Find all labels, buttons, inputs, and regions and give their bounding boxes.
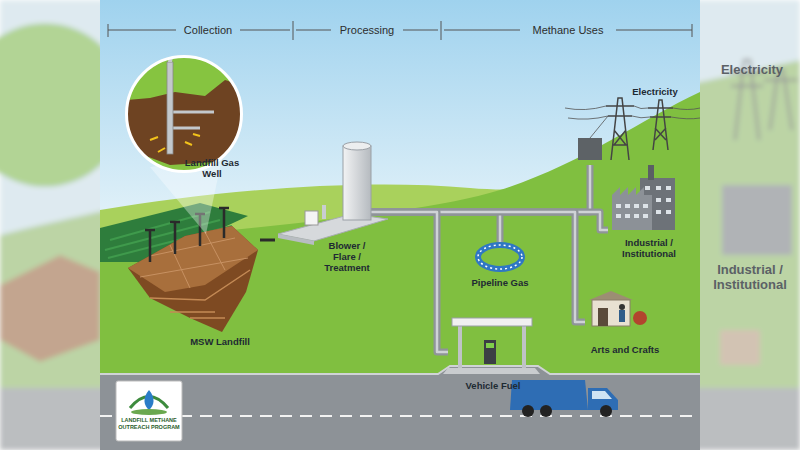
gas-pipe — [371, 165, 590, 212]
logo-flame — [144, 390, 153, 410]
fuel-node: Vehicle Fuel — [448, 315, 538, 393]
node-label: Blower / Flare / Treatment — [317, 240, 377, 273]
flare-stack — [322, 205, 326, 219]
callout-circle: Landfill Gas Well — [125, 55, 243, 173]
node-label: MSW Landfill — [185, 336, 255, 347]
pipe-highlight — [371, 212, 585, 322]
tank-top — [343, 142, 371, 150]
industrial-node: Industrial / Institutional — [608, 165, 690, 262]
canopy-post — [458, 326, 462, 368]
gas-wells — [145, 208, 229, 262]
transformer — [578, 138, 602, 160]
landfill-cells — [140, 232, 248, 288]
callout-outline — [125, 55, 243, 173]
pipe-body — [371, 212, 448, 352]
canopy-post — [522, 326, 526, 368]
landfill-node: MSW Landfill — [125, 222, 260, 350]
power-lines — [565, 106, 700, 138]
waste-mass — [126, 80, 242, 165]
road — [100, 366, 700, 450]
wheel — [600, 405, 612, 417]
kiln — [633, 311, 647, 325]
pump-screen — [486, 343, 494, 348]
station-canopy — [452, 318, 532, 326]
power-pylons — [606, 98, 673, 160]
pad-edge — [278, 234, 314, 245]
landfill-top — [128, 226, 258, 292]
fade-overlay — [0, 0, 100, 450]
pipeline-node: Pipeline Gas — [465, 242, 535, 290]
node-label: Industrial / Institutional — [609, 237, 689, 259]
well-pipe — [167, 62, 173, 154]
craft-shed — [592, 300, 630, 326]
blower-box — [305, 211, 318, 225]
truck-window — [592, 391, 612, 399]
section-heading: Collection — [178, 24, 238, 37]
section-heading: Methane Uses — [522, 24, 614, 37]
landfill-body — [128, 226, 258, 332]
node-label: Pipeline Gas — [465, 277, 535, 288]
lateral-pipes — [173, 112, 214, 128]
node-label: Landfill Gas Well — [183, 157, 241, 179]
chimney — [648, 165, 654, 180]
artisan-head — [619, 304, 625, 310]
node-label: Arts and Crafts — [585, 344, 665, 355]
fuel-pump — [484, 340, 496, 364]
windows — [616, 186, 671, 218]
faded-label: Electricity — [712, 62, 792, 77]
fade-overlay — [700, 0, 800, 450]
crafts-node: Arts and Crafts — [585, 290, 665, 357]
callout-ring — [127, 57, 242, 172]
wheel — [540, 405, 552, 417]
faded-label: Industrial / Institutional — [702, 262, 798, 292]
station-slab — [443, 368, 540, 374]
shed-roof — [589, 291, 633, 300]
collection-pipe — [260, 240, 275, 241]
pipeline-ring — [478, 245, 522, 269]
sky — [100, 0, 700, 450]
treatment-node: Blower / Flare / Treatment — [275, 135, 371, 287]
pipe-body — [371, 212, 585, 322]
callout-interior — [126, 55, 242, 172]
artisan-body — [619, 310, 625, 322]
section-heading: Processing — [333, 24, 401, 37]
pipe-highlight — [371, 165, 590, 212]
electricity-node: Electricity — [565, 80, 685, 165]
pipe-highlight — [371, 212, 448, 352]
node-label: Vehicle Fuel — [458, 380, 528, 391]
logo-panel — [116, 381, 182, 441]
pipe-body — [371, 165, 590, 212]
curb — [100, 366, 700, 374]
gas-pipe — [371, 212, 448, 352]
gas-flow-marks — [150, 134, 200, 152]
truck-body — [510, 380, 588, 410]
header-rules — [108, 21, 692, 40]
shed-door — [598, 308, 608, 326]
factory — [612, 187, 652, 230]
node-label: Electricity — [625, 86, 685, 97]
pipe-body — [260, 239, 275, 242]
gas-pipe — [371, 212, 585, 322]
wheel — [522, 405, 534, 417]
logo-ground — [131, 409, 167, 415]
ring-teeth — [478, 245, 522, 269]
logo-text: LANDFILL METHANE OUTREACH PROGRAM — [118, 417, 180, 430]
landfill-layers — [150, 270, 250, 318]
callout-ground — [126, 56, 242, 172]
treatment-tank — [343, 146, 371, 220]
